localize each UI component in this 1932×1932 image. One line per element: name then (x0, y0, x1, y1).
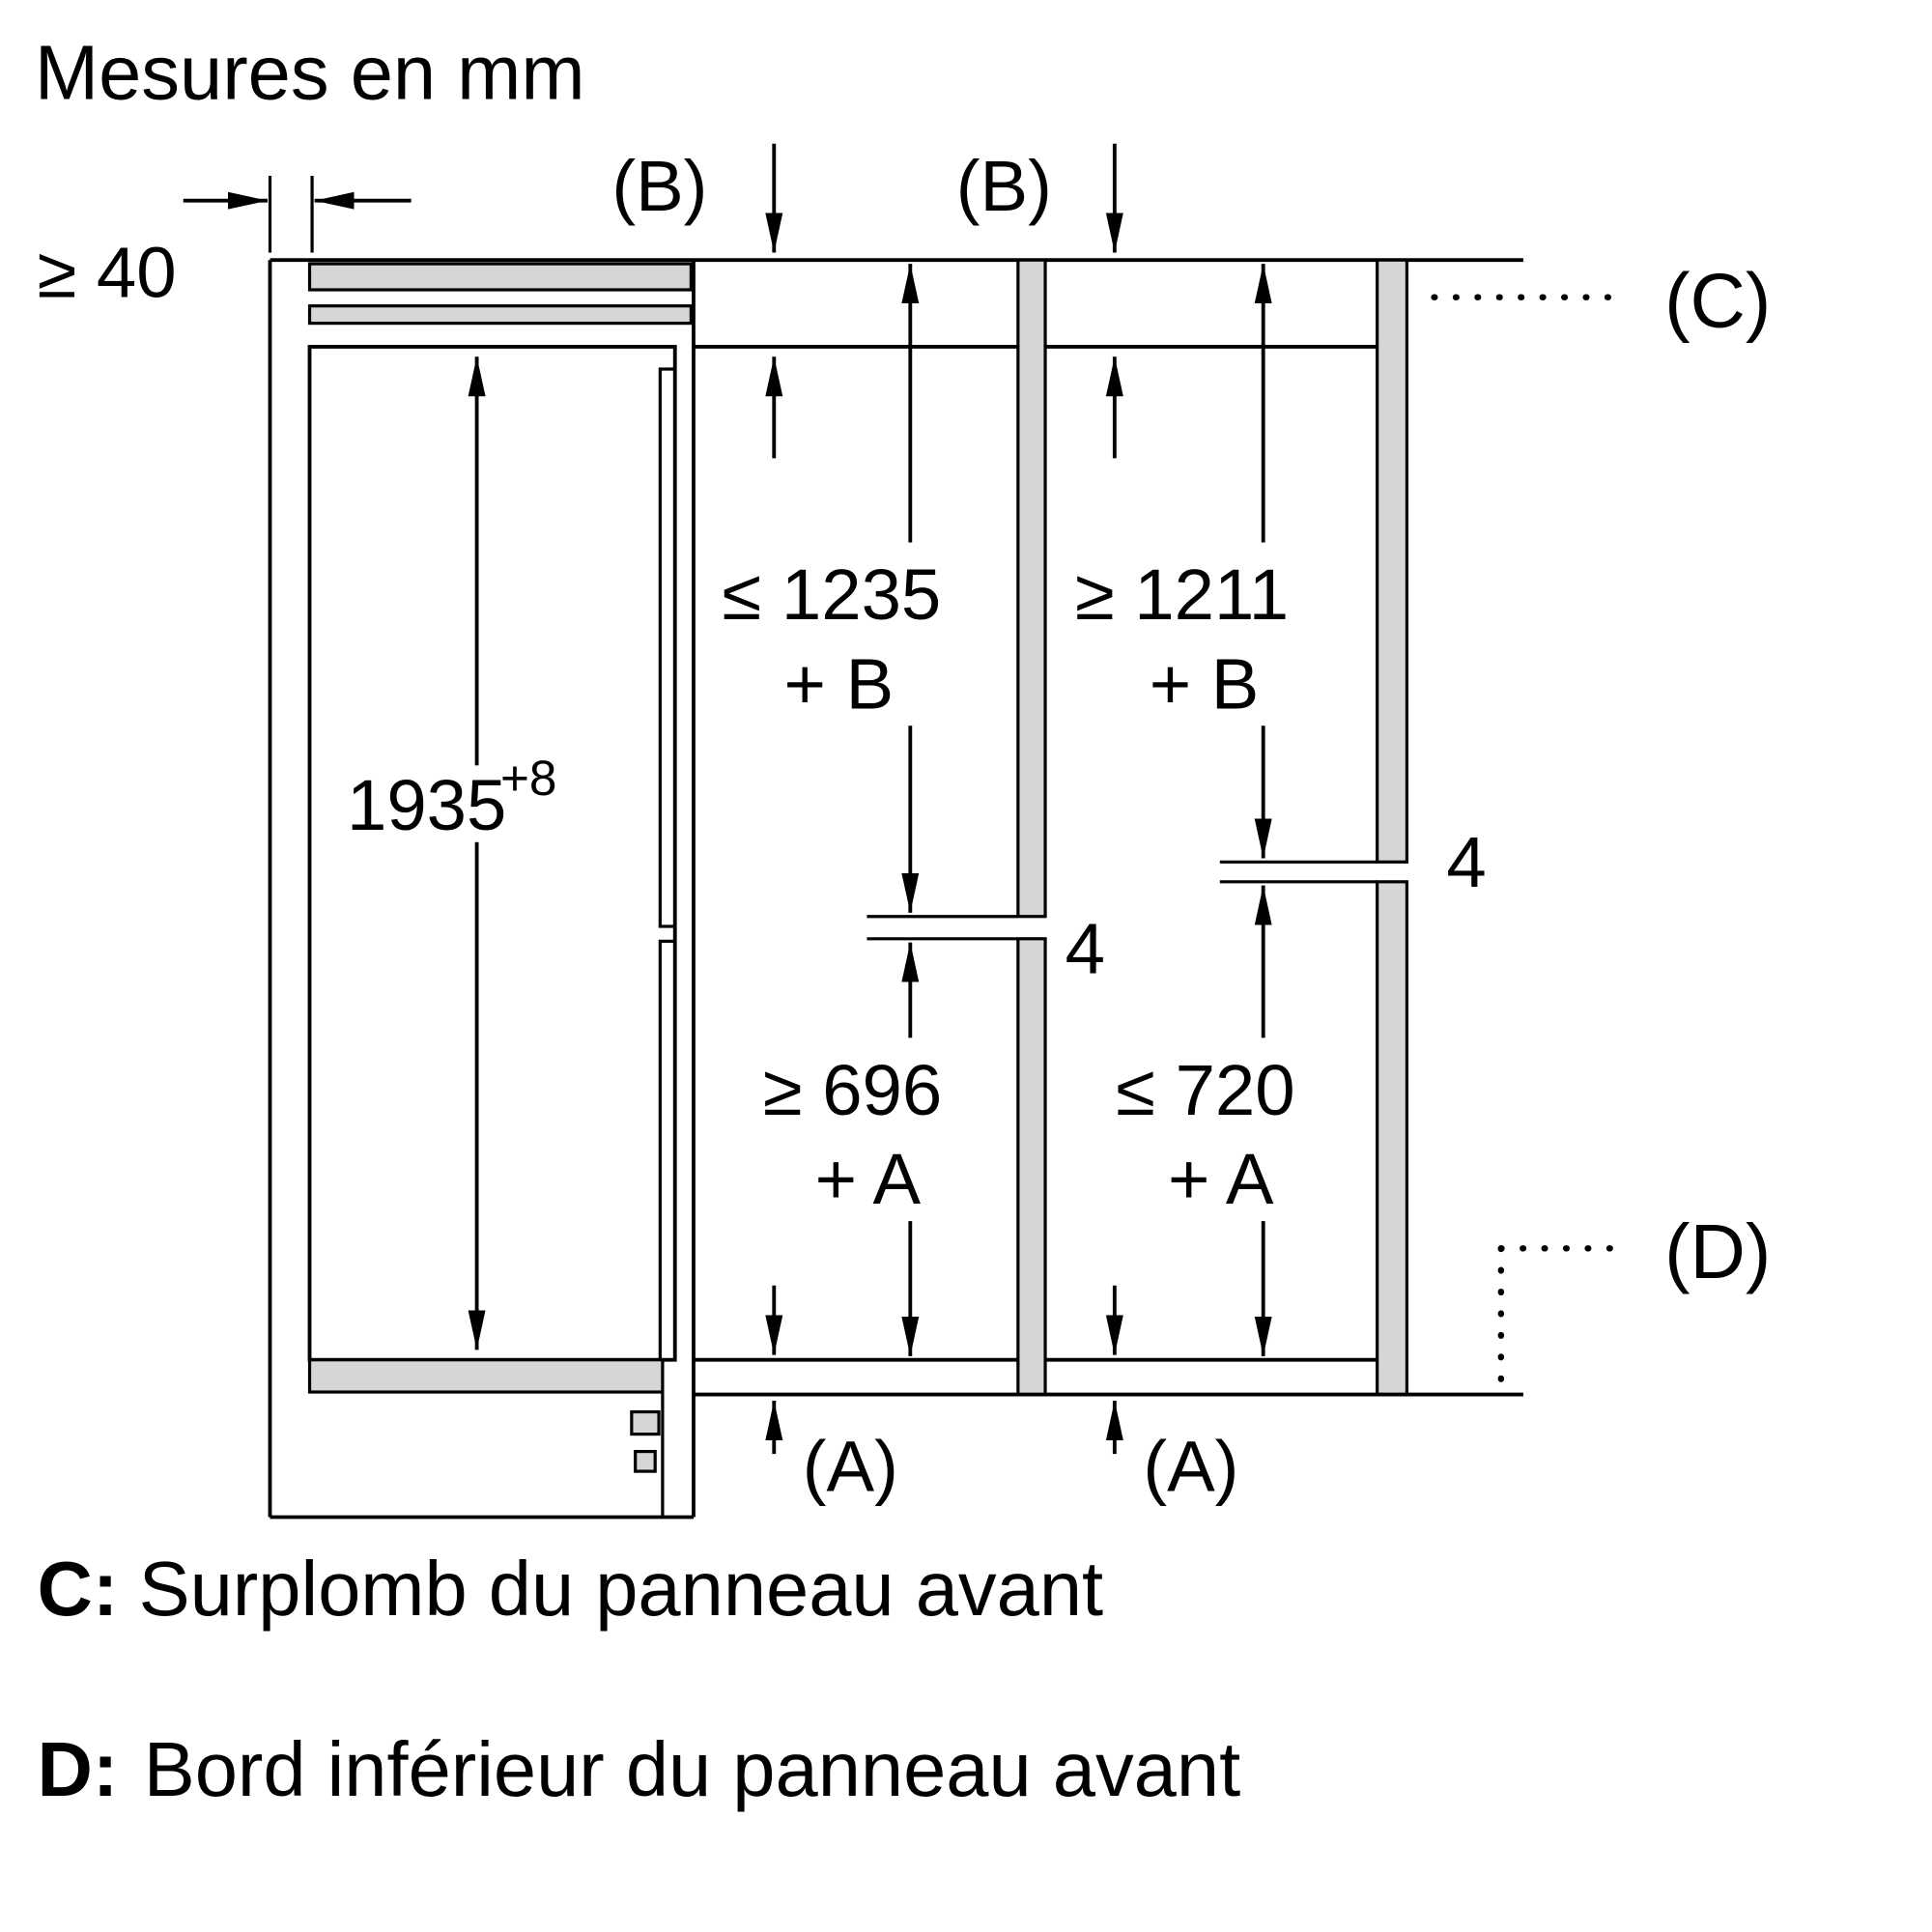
dim-lower-left-plus: + A (815, 1139, 922, 1219)
legend-c-text: Surplomb du panneau avant (139, 1546, 1104, 1632)
dim-upper-left: ≤ 1235 + B (716, 264, 989, 913)
dim-upper-left-value: ≤ 1235 (722, 554, 941, 635)
appliance-carcass (307, 345, 677, 1362)
top-vent-bar (307, 304, 693, 326)
ref-d: (D) (1497, 1208, 1771, 1396)
dim-b-left-label: (B) (611, 146, 707, 226)
panel-left-lower (1016, 937, 1047, 1397)
appliance-body (307, 262, 693, 1518)
panel-gap-dimensions: 4 4 (867, 822, 1487, 989)
dim-upper-right: ≥ 1211 + B (1068, 264, 1342, 859)
top-panel-bar (307, 262, 693, 292)
door-seal-lower (658, 939, 677, 1362)
diagram-title: Mesures en mm (35, 30, 585, 116)
ref-d-label: (D) (1664, 1208, 1771, 1294)
dim-upper-left-plus: + B (784, 643, 895, 724)
dim-niche-height-tolerance: +8 (500, 751, 556, 806)
gap-left-label: 4 (1065, 909, 1105, 989)
legend-d-key: D: (37, 1726, 118, 1812)
hinge-block-upper (630, 1409, 661, 1436)
dim-lower-right-value: ≤ 720 (1116, 1050, 1295, 1130)
door-seal-upper (658, 367, 677, 928)
dim-a-right-label: (A) (1143, 1427, 1238, 1507)
dim-lower-right: ≤ 720 + A (1105, 885, 1354, 1356)
dim-niche-height: 1935 +8 (336, 356, 604, 1350)
dim-wall-thickness-label: ≥ 40 (37, 233, 176, 313)
legend: C: Surplomb du panneau avant D: Bord inf… (37, 1546, 1240, 1812)
hinge-block-lower (634, 1449, 657, 1473)
bottom-plinth-bar (307, 1358, 665, 1394)
ref-c-label: (C) (1664, 257, 1771, 343)
front-panel-columns (1016, 258, 1409, 1397)
dim-niche-height-value: 1935 (347, 765, 506, 845)
panel-left-upper (1016, 258, 1047, 919)
dim-wall-thickness: ≥ 40 (37, 176, 412, 313)
dim-upper-right-plus: + B (1150, 643, 1260, 724)
dim-b-references: (B) (B) (611, 143, 1123, 459)
gap-right-label: 4 (1446, 822, 1486, 902)
dim-lower-right-plus: + A (1168, 1139, 1274, 1219)
panel-right-upper (1376, 258, 1409, 864)
dim-b-right-label: (B) (956, 146, 1052, 226)
panel-right-lower (1376, 880, 1409, 1397)
dim-a-left-label: (A) (803, 1427, 898, 1507)
dim-a-references: (A) (A) (693, 1285, 1523, 1507)
dim-upper-right-value: ≥ 1211 (1075, 554, 1289, 635)
ref-c: (C) (1431, 257, 1771, 343)
legend-c-key: C: (37, 1546, 118, 1632)
dim-lower-left-value: ≥ 696 (763, 1050, 943, 1130)
dim-lower-left: ≥ 696 + A (753, 942, 1001, 1356)
legend-d-text: Bord inférieur du panneau avant (144, 1726, 1240, 1812)
cabinet-outline (268, 258, 1523, 1520)
